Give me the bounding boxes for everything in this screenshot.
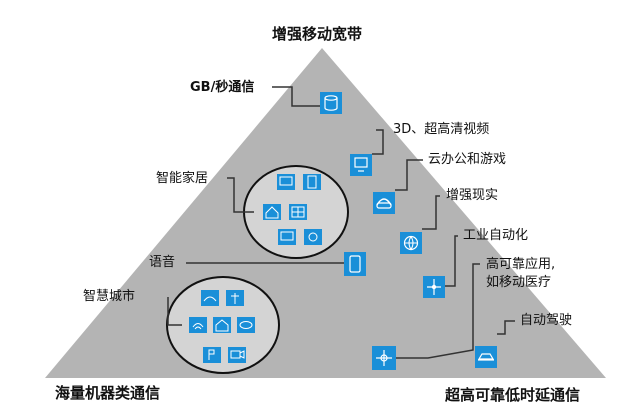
industrial-robot-icon bbox=[423, 276, 445, 298]
parking-icon bbox=[203, 347, 221, 363]
fridge-icon bbox=[303, 174, 321, 190]
leader-smart-home bbox=[227, 177, 254, 213]
leader-3d bbox=[372, 129, 384, 155]
globe-ar-icon bbox=[400, 232, 422, 254]
window-icon bbox=[289, 204, 307, 220]
leader-industrial bbox=[445, 235, 458, 287]
tablet-voice-icon bbox=[344, 252, 366, 276]
label-smart-city: 智慧城市 bbox=[83, 289, 136, 304]
building-icon bbox=[213, 317, 231, 333]
wifi-signal-icon bbox=[189, 317, 207, 333]
leader-self-driving bbox=[497, 320, 515, 335]
smart-city-icons bbox=[189, 290, 255, 363]
corner-label-bottom-right: 超高可靠低时延通信 bbox=[445, 386, 581, 404]
medical-network-icon bbox=[372, 346, 396, 370]
tv-icon bbox=[277, 174, 295, 190]
corner-label-top: 增强移动宽带 bbox=[272, 25, 363, 43]
storage-cylinder-icon bbox=[320, 92, 342, 114]
leader-gb bbox=[272, 86, 320, 107]
eye-camera-icon bbox=[237, 317, 255, 333]
label-cloud-office-games: 云办公和游戏 bbox=[428, 152, 507, 167]
leader-cloud bbox=[395, 159, 423, 191]
car-icon bbox=[475, 346, 497, 368]
label-self-driving: 自动驾驶 bbox=[520, 313, 573, 328]
leader-high-reliability bbox=[396, 263, 480, 359]
label-gb-per-second: GB/秒通信 bbox=[190, 80, 255, 95]
label-industrial-automation: 工业自动化 bbox=[463, 228, 529, 243]
label-3d-video: 3D、超高清视频 bbox=[393, 122, 490, 137]
wind-turbine-icon bbox=[226, 290, 244, 306]
corner-label-bottom-left: 海量机器类通信 bbox=[55, 384, 161, 402]
label-voice: 语音 bbox=[149, 255, 176, 270]
label-smart-home: 智能家居 bbox=[156, 171, 209, 186]
leader-smart-city bbox=[167, 297, 182, 326]
camera-icon bbox=[228, 347, 246, 363]
video-screen-icon bbox=[350, 154, 372, 176]
smart-home-icons bbox=[263, 174, 322, 245]
label-high-reliability-apps: 高可靠应用, 如移动医疗 bbox=[486, 257, 556, 290]
leader-lines bbox=[167, 86, 515, 359]
label-ar: 增强现实 bbox=[446, 188, 499, 203]
washer-icon bbox=[304, 229, 322, 245]
vr-headset-icon bbox=[373, 192, 395, 214]
home-icon bbox=[263, 204, 281, 220]
monitor-icon bbox=[278, 229, 296, 245]
leader-ar bbox=[422, 195, 440, 230]
street-lamp-icon bbox=[201, 290, 219, 306]
